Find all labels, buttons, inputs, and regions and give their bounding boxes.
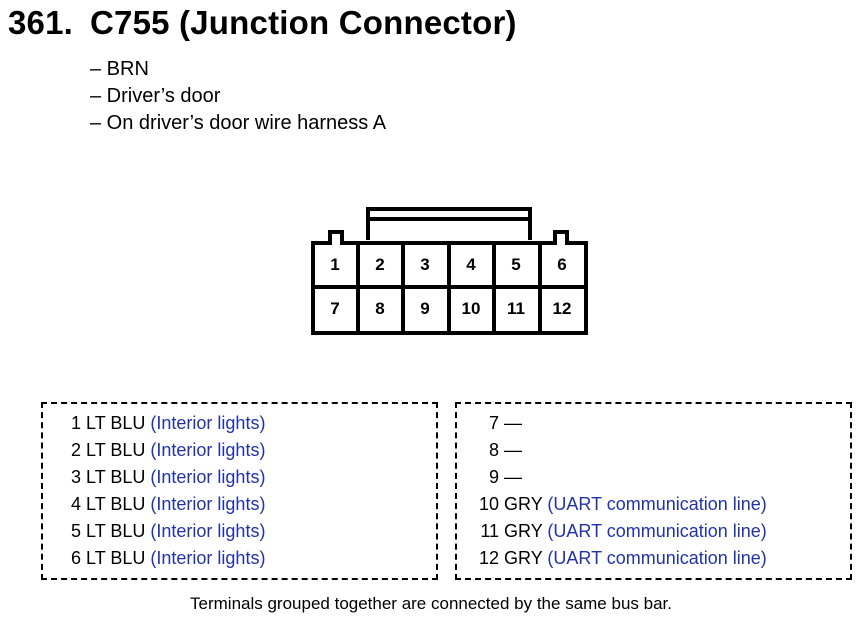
circuit-description: (Interior lights) bbox=[150, 413, 266, 433]
terminal-9: 9 bbox=[420, 299, 430, 318]
terminal-2: 2 bbox=[375, 255, 385, 274]
circuit-description: (UART communication line) bbox=[547, 521, 767, 541]
legend-row: 8 — bbox=[467, 437, 522, 464]
circuit-description: (Interior lights) bbox=[150, 521, 266, 541]
legend-row: 1 LT BLU (Interior lights) bbox=[57, 410, 265, 437]
terminal-10: 10 bbox=[461, 299, 481, 318]
pin-number: 10 bbox=[478, 494, 499, 514]
legend-row: 2 LT BLU (Interior lights) bbox=[57, 437, 265, 464]
pin-number: 4 bbox=[70, 494, 81, 514]
wire-color: GRY bbox=[504, 494, 543, 514]
terminal-5: 5 bbox=[511, 255, 521, 274]
circuit-description: (Interior lights) bbox=[150, 548, 266, 568]
wire-color: GRY bbox=[504, 548, 543, 568]
wire-color: — bbox=[504, 440, 523, 460]
pin-number: 11 bbox=[480, 521, 499, 541]
wire-color: — bbox=[504, 413, 523, 433]
detail-harness: – On driver’s door wire harness A bbox=[90, 112, 387, 134]
pin-number: 3 bbox=[70, 467, 81, 487]
pin-number: 12 bbox=[478, 548, 499, 568]
circuit-description: (Interior lights) bbox=[150, 467, 266, 487]
legend-row: 11 GRY (UART communication line) bbox=[467, 518, 767, 545]
pin-number: 1 bbox=[70, 413, 81, 433]
connector-body-outline bbox=[311, 230, 588, 335]
wire-color: — bbox=[504, 467, 523, 487]
terminal-6: 6 bbox=[557, 255, 567, 274]
terminal-4: 4 bbox=[466, 255, 476, 274]
wire-color: LT BLU bbox=[86, 467, 146, 487]
wire-color: LT BLU bbox=[86, 548, 146, 568]
terminal-group-left: 1 LT BLU (Interior lights) 2 LT BLU (Int… bbox=[41, 402, 438, 580]
pin-number: 8 bbox=[488, 440, 499, 460]
wire-color: LT BLU bbox=[86, 440, 146, 460]
terminal-11: 11 bbox=[507, 299, 525, 318]
terminal-12: 12 bbox=[552, 299, 572, 318]
legend-row: 7 — bbox=[467, 410, 522, 437]
pin-number: 5 bbox=[70, 521, 81, 541]
legend-row: 12 GRY (UART communication line) bbox=[467, 545, 767, 572]
connector-name: C755 (Junction Connector) bbox=[90, 4, 517, 41]
circuit-description: (Interior lights) bbox=[150, 494, 266, 514]
legend-row: 9 — bbox=[467, 464, 522, 491]
terminal-8: 8 bbox=[375, 299, 385, 318]
wire-color: LT BLU bbox=[86, 521, 146, 541]
wire-color: GRY bbox=[504, 521, 543, 541]
pin-number: 7 bbox=[488, 413, 499, 433]
pin-number: 2 bbox=[70, 440, 81, 460]
legend-row: 10 GRY (UART communication line) bbox=[467, 491, 767, 518]
detail-location: – Driver’s door bbox=[90, 85, 221, 107]
connector-details: – BRN – Driver’s door – On driver’s door… bbox=[90, 56, 386, 137]
connector-lock-tab bbox=[366, 207, 532, 240]
circuit-description: (Interior lights) bbox=[150, 440, 266, 460]
pin-number: 9 bbox=[488, 467, 499, 487]
terminal-7: 7 bbox=[330, 299, 340, 318]
legend-row: 3 LT BLU (Interior lights) bbox=[57, 464, 265, 491]
terminal-3: 3 bbox=[420, 255, 430, 274]
wire-color: LT BLU bbox=[86, 494, 146, 514]
legend-row: 5 LT BLU (Interior lights) bbox=[57, 518, 265, 545]
circuit-description: (UART communication line) bbox=[547, 494, 767, 514]
legend-row: 4 LT BLU (Interior lights) bbox=[57, 491, 265, 518]
legend-row: 6 LT BLU (Interior lights) bbox=[57, 545, 265, 572]
detail-color: – BRN bbox=[90, 58, 149, 80]
page-title: 361. C755 (Junction Connector) bbox=[8, 4, 517, 42]
terminal-1: 1 bbox=[330, 255, 340, 274]
terminal-group-right: 7 — 8 — 9 — 10 GRY (UART communication l… bbox=[455, 402, 852, 580]
wire-color: LT BLU bbox=[86, 413, 146, 433]
pin-number: 6 bbox=[70, 548, 81, 568]
connector-number: 361. bbox=[8, 4, 74, 41]
circuit-description: (UART communication line) bbox=[547, 548, 767, 568]
bus-bar-note: Terminals grouped together are connected… bbox=[190, 594, 672, 613]
